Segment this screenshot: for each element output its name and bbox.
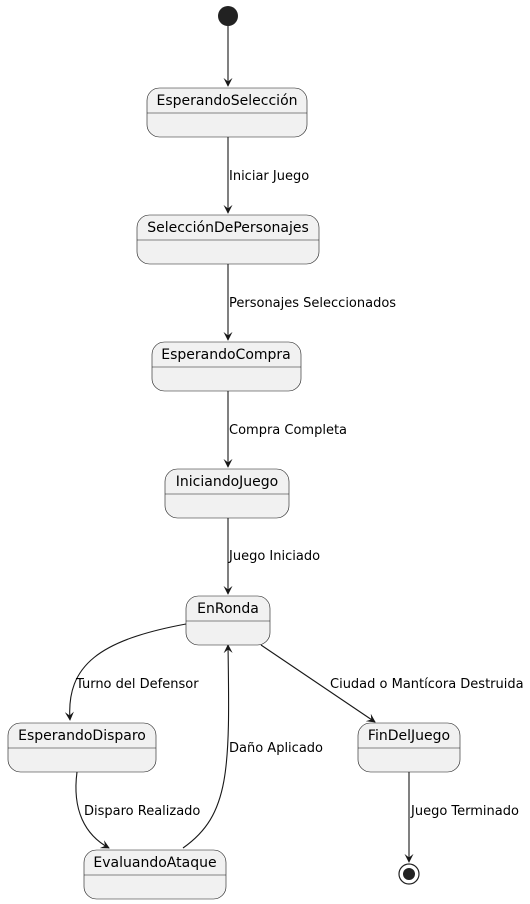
- transition-label-dano-aplicado: Daño Aplicado: [229, 741, 323, 756]
- edge-turno-del-defensor: [64, 623, 187, 721]
- transition-label-ciudad-destruida: Ciudad o Mantícora Destruida: [330, 677, 524, 692]
- final-state-node: [398, 863, 420, 885]
- edge-dano-aplicado: [182, 644, 233, 849]
- state-label: FinDelJuego: [368, 728, 450, 744]
- state-evaluando-ataque: EvaluandoAtaque: [83, 849, 227, 900]
- transition-label-disparo-realizado: Disparo Realizado: [84, 804, 200, 819]
- transition-label-compra-completa: Compra Completa: [229, 423, 347, 438]
- edge-ciudad-destruida: [260, 644, 376, 723]
- state-en-ronda: EnRonda: [185, 595, 271, 646]
- state-label: EsperandoDisparo: [18, 728, 146, 744]
- state-fin-del-juego: FinDelJuego: [357, 722, 461, 773]
- state-iniciando-juego: IniciandoJuego: [164, 468, 290, 519]
- edge-disparo-realizado: [75, 771, 110, 849]
- transition-label-personajes-seleccionados: Personajes Seleccionados: [229, 296, 396, 311]
- state-label: EnRonda: [197, 601, 259, 617]
- state-label: SelecciónDePersonajes: [147, 220, 309, 236]
- state-esperando-seleccion: EsperandoSelección: [146, 87, 308, 138]
- state-label: EsperandoSelección: [156, 93, 297, 109]
- state-label: IniciandoJuego: [176, 474, 278, 490]
- state-esperando-disparo: EsperandoDisparo: [7, 722, 157, 773]
- transition-label-iniciar-juego: Iniciar Juego: [229, 169, 309, 184]
- initial-state-node: [218, 6, 238, 26]
- transition-label-juego-terminado: Juego Terminado: [410, 804, 519, 819]
- state-esperando-compra: EsperandoCompra: [151, 341, 302, 392]
- state-label: EsperandoCompra: [161, 347, 291, 363]
- state-label: EvaluandoAtaque: [93, 855, 216, 871]
- state-seleccion-de-personajes: SelecciónDePersonajes: [136, 214, 320, 265]
- transition-label-juego-iniciado: Juego Iniciado: [228, 549, 320, 564]
- transition-label-turno-del-defensor: Turno del Defensor: [75, 677, 199, 692]
